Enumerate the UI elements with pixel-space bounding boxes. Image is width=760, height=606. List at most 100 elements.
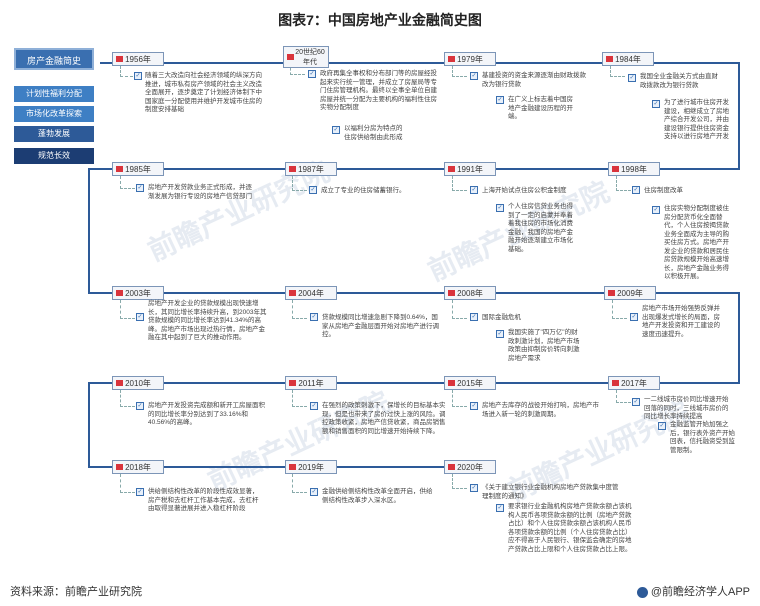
flag-icon xyxy=(606,56,613,62)
timeline-connector xyxy=(738,62,740,170)
event-text-1956: 随着三大改造向社会经济领域的纵深方向推进，城市私有房产领域的社会主义改造全面展开… xyxy=(145,72,262,113)
connector-line xyxy=(120,66,133,77)
flag-icon xyxy=(289,380,296,386)
flag-icon xyxy=(448,166,455,172)
flag-icon xyxy=(289,290,296,296)
year-label-2017: 2017年 xyxy=(608,376,660,390)
year-label-1960s: 20世纪60年代 xyxy=(283,46,329,68)
check-icon: ✓ xyxy=(470,402,478,410)
check-icon: ✓ xyxy=(332,126,340,134)
check-icon: ✓ xyxy=(136,402,144,410)
connector-line xyxy=(616,390,631,403)
check-icon: ✓ xyxy=(496,96,504,104)
event-text-1998: 住房制度改革 xyxy=(644,187,683,194)
flag-icon xyxy=(289,464,296,470)
timeline-row-1 xyxy=(100,62,740,64)
event-text-1991: 上海开始试点住房公积金制度 xyxy=(482,187,567,194)
flag-icon xyxy=(287,54,294,60)
event-subtext-1984: 为了进行城市住房开发建设，相继成立了房地产综合开发公司，并由建设银行提供住房资金… xyxy=(664,99,729,140)
year-label-1987: 1987年 xyxy=(285,162,337,176)
check-icon: ✓ xyxy=(496,504,504,512)
check-icon: ✓ xyxy=(652,100,660,108)
flag-icon xyxy=(116,380,123,386)
event-subtext-1991: 个人住房信贷业务也得到了一定的启蒙并奉着着我住房的市场化消费金融，我国的房地产金… xyxy=(508,203,573,253)
check-icon: ✓ xyxy=(652,206,660,214)
connector-line xyxy=(452,300,467,319)
year-label-2009: 2009年 xyxy=(604,286,656,300)
year-label-2019: 2019年 xyxy=(285,460,337,474)
legend-item-planned: 计划性福利分配 xyxy=(14,86,94,102)
connector-line xyxy=(292,300,307,319)
check-icon: ✓ xyxy=(310,402,318,410)
source-note: 资料来源：前瞻产业研究院 xyxy=(10,586,142,598)
event-text-2020: 《关于建立银行业金融机构房地产贷款集中度管理制度的通知》 xyxy=(482,484,619,500)
connector-line xyxy=(292,390,307,407)
legend-title: 房产金融简史 xyxy=(14,48,94,70)
event-text-2004: 贷款规模同比增速急剧下降到0.64%，国家从房地产金融层面开始对房地产进行调控。 xyxy=(322,314,439,338)
event-text-2009: 房地产市场开始强势反弹并出现爆发式增长的局面，房地产开发投资和开工建设的速度迅速… xyxy=(642,305,720,338)
check-icon: ✓ xyxy=(309,186,317,194)
event-text-1984: 我国全业金融关方式由直财政拨款改为银行贷款 xyxy=(640,73,718,89)
connector-line xyxy=(120,300,135,319)
year-label-1998: 1998年 xyxy=(608,162,660,176)
legend-item-market: 市场化改革探索 xyxy=(14,106,94,122)
check-icon: ✓ xyxy=(496,204,504,212)
check-icon: ✓ xyxy=(632,186,640,194)
event-subtext-1998: 住房实物分配制度被住房分配货币化全面替代，个人住房按揭贷款业务全面成为主导的购买… xyxy=(664,205,729,280)
legend-item-regulation: 规范长效 xyxy=(14,148,94,164)
check-icon: ✓ xyxy=(630,313,638,321)
event-subtext-1960s: 以福利分房为特点的住房供给制由此形成 xyxy=(344,125,403,141)
event-text-2011: 在强烈的政策刺激下，保增长的目标基本实现，但是也带来了房价过快上涨的风险。调控政… xyxy=(322,402,446,435)
connector-line xyxy=(452,390,467,407)
event-text-2010: 房地产开发投资完成额和新开工房屋面积的同比增长率分别达到了33.16%和40.5… xyxy=(148,402,265,426)
page-title: 图表7：中国房地产业金融简史图 xyxy=(278,12,482,28)
check-icon: ✓ xyxy=(628,74,636,82)
timeline-connector xyxy=(738,292,740,384)
check-icon: ✓ xyxy=(632,398,640,406)
timeline-row-2 xyxy=(88,168,740,170)
event-text-2003: 房地产开发企业的贷款规模出现快速增长，其同比增长率持续升高，到2003年其贷款规… xyxy=(148,300,267,341)
flag-icon xyxy=(289,166,296,172)
flag-icon xyxy=(612,166,619,172)
check-icon: ✓ xyxy=(136,184,144,192)
event-text-2008: 国际金融危机 xyxy=(482,314,521,321)
check-icon: ✓ xyxy=(310,488,318,496)
connector-line xyxy=(610,66,625,77)
year-label-2015: 2015年 xyxy=(444,376,496,390)
connector-line xyxy=(452,66,467,77)
connector-line xyxy=(120,390,135,407)
event-text-1985: 房地产开发贷款业务正式形成，并逐渐发展为银行专设的房地产信贷部门 xyxy=(148,184,252,200)
check-icon: ✓ xyxy=(310,313,318,321)
year-label-2008: 2008年 xyxy=(444,286,496,300)
flag-icon xyxy=(448,290,455,296)
check-icon: ✓ xyxy=(470,484,478,492)
event-text-2019: 金融供给侧结构性改革全面开启，供给侧结构性改革步入深水区。 xyxy=(322,488,433,504)
connector-line xyxy=(616,176,631,191)
year-label-1991: 1991年 xyxy=(444,162,496,176)
check-icon: ✓ xyxy=(136,488,144,496)
flag-icon xyxy=(608,290,615,296)
event-text-1979: 基建投资的资金来源逐渐由财政拨款改为银行贷款 xyxy=(482,72,586,88)
year-label-1985: 1985年 xyxy=(112,162,164,176)
connector-line xyxy=(452,176,467,191)
connector-line xyxy=(452,474,467,489)
connector-line xyxy=(612,300,627,319)
timeline-row-5 xyxy=(88,466,468,468)
year-label-1979: 1979年 xyxy=(444,52,496,66)
check-icon: ✓ xyxy=(308,70,316,78)
year-label-2003: 2003年 xyxy=(112,286,164,300)
timeline-connector xyxy=(88,168,90,294)
connector-line xyxy=(120,474,135,493)
year-label-1984: 1984年 xyxy=(602,52,654,66)
event-text-2015: 房地产去库存的战役开始打响，房地产市场进入新一轮的刺激周期。 xyxy=(482,402,599,418)
flag-icon xyxy=(448,380,455,386)
legend-item-boom: 蓬勃发展 xyxy=(14,126,94,142)
year-label-1956: 1956年 xyxy=(112,52,164,66)
connector-line xyxy=(292,176,307,191)
check-icon: ✓ xyxy=(470,186,478,194)
event-subtext-2008: 我国实施了"四万亿"的财政刺激计划，房地产市场政策由抑制房价转向刺激房地产需求 xyxy=(508,329,580,362)
flag-icon xyxy=(448,464,455,470)
check-icon: ✓ xyxy=(136,313,144,321)
event-subtext-2020: 要求银行业金融机构房地产贷款余额占该机构人民币各项贷款余额的比例（房地产贷款占比… xyxy=(508,503,632,553)
event-text-2017: 一二线城市房价同比增速开始回落的同时，三线城市房价的同比增长率持续提高 xyxy=(644,396,729,420)
